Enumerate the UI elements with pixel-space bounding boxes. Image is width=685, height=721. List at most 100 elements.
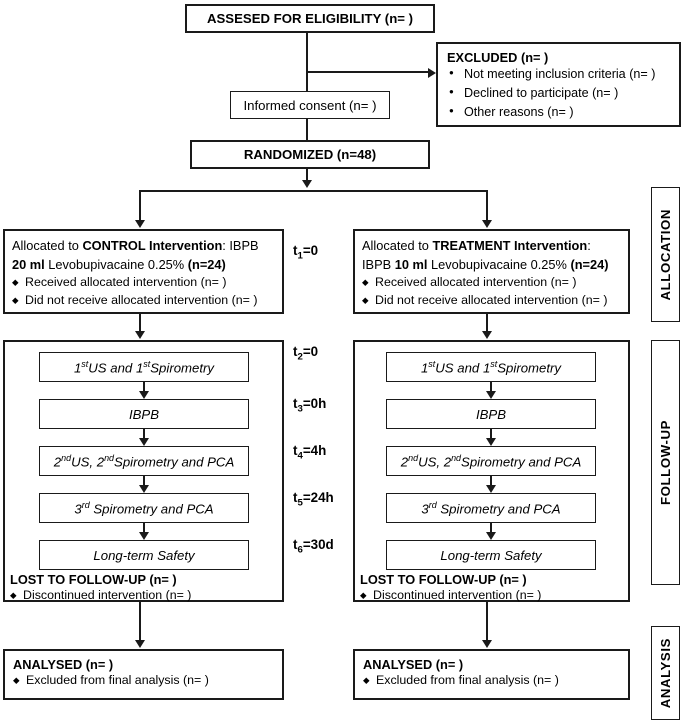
randomized-label: RANDOMIZED (n=48) xyxy=(243,147,377,162)
followup-control-step-4: 3rd Spirometry and PCA xyxy=(39,493,249,523)
analysed-title: ANALYSED (n= ) xyxy=(363,657,464,672)
timeline-t4-sub: 4 xyxy=(297,450,303,462)
timeline-t1-value: =0 xyxy=(302,243,319,258)
stage-label-allocation: ALLOCATION xyxy=(651,187,680,322)
arrow-control-to-followup xyxy=(135,331,145,339)
arrow-treatment-3-4 xyxy=(486,485,496,493)
allocation-control-n: (n=24) xyxy=(187,257,226,273)
list-item: Did not receive allocated intervention (… xyxy=(12,292,275,310)
timeline-label-t3: t3=0h xyxy=(293,396,326,415)
followup-treatment-step-1: 1stUS and 1stSpirometry xyxy=(386,352,596,382)
allocation-treatment-arm: TREATMENT Intervention xyxy=(432,238,588,253)
analysed-treatment-box: ANALYSED (n= ) Excluded from final analy… xyxy=(353,649,630,700)
timeline-t2-value: =0 xyxy=(302,344,319,359)
excluded-box: EXCLUDED (n= ) Not meeting inclusion cri… xyxy=(436,42,681,127)
followup-treatment-step-3: 2ndUS, 2ndSpirometry and PCA xyxy=(386,446,596,476)
connector-treatment-4-5 xyxy=(490,523,492,535)
arrow-treatment-to-followup xyxy=(482,331,492,339)
connector-control-to-followup xyxy=(139,314,141,334)
connector-treatment-2-3 xyxy=(490,429,492,441)
step-label: 2ndUS, 2ndSpirometry and PCA xyxy=(53,452,235,470)
list-item: Received allocated intervention (n= ) xyxy=(12,274,275,292)
connector-assessed-trunk xyxy=(306,33,308,91)
arrow-treatment-2-3 xyxy=(486,438,496,446)
connector-control-1-2 xyxy=(143,382,145,394)
timeline-t1-sub: 1 xyxy=(297,250,303,262)
connector-split-left xyxy=(139,190,141,222)
connector-control-3-4 xyxy=(143,476,145,488)
followup-control-step-3: 2ndUS, 2ndSpirometry and PCA xyxy=(39,446,249,476)
arrow-treatment-to-analysis xyxy=(482,640,492,648)
step-label: 2ndUS, 2ndSpirometry and PCA xyxy=(400,452,582,470)
connector-control-to-analysis xyxy=(139,602,141,643)
lost-followup-list: Discontinued intervention (n= ) xyxy=(360,587,630,605)
lost-followup-treatment: LOST TO FOLLOW-UP (n= ) Discontinued int… xyxy=(360,572,630,605)
list-item: Declined to participate (n= ) xyxy=(447,84,670,103)
assessed-for-eligibility-box: ASSESED FOR ELIGIBILITY (n= ) xyxy=(185,4,435,33)
timeline-t6-value: =30d xyxy=(302,537,334,552)
list-item: Discontinued intervention (n= ) xyxy=(360,587,630,605)
analysed-list: Excluded from final analysis (n= ) xyxy=(363,672,620,690)
lost-followup-list: Discontinued intervention (n= ) xyxy=(10,587,280,605)
connector-treatment-to-analysis xyxy=(486,602,488,643)
allocation-treatment-line2: IBPB 10 ml Levobupivacaine 0.25% (n=24) xyxy=(362,255,621,274)
stage-label-followup: FOLLOW-UP xyxy=(651,340,680,585)
followup-treatment-step-4: 3rd Spirometry and PCA xyxy=(386,493,596,523)
arrow-randomized-stem xyxy=(302,180,312,188)
lost-followup-control: LOST TO FOLLOW-UP (n= ) Discontinued int… xyxy=(10,572,280,605)
connector-split-right xyxy=(486,190,488,222)
step-label: 3rd Spirometry and PCA xyxy=(74,499,214,517)
arrow-control-to-analysis xyxy=(135,640,145,648)
timeline-t5-value: =24h xyxy=(302,490,334,505)
timeline-t4-base: t xyxy=(293,443,298,458)
timeline-t3-base: t xyxy=(293,396,298,411)
informed-consent-box: Informed consent (n= ) xyxy=(230,91,390,119)
timeline-label-t2: t2=0 xyxy=(293,344,318,363)
list-item: Did not receive allocated intervention (… xyxy=(362,292,621,310)
allocation-treatment-box: Allocated to TREATMENT Intervention: IBP… xyxy=(353,229,630,314)
arrow-split-left xyxy=(135,220,145,228)
randomized-box: RANDOMIZED (n=48) xyxy=(190,140,430,169)
allocation-control-line1-pre: Allocated to xyxy=(12,238,83,253)
arrow-control-4-5 xyxy=(139,532,149,540)
timeline-label-t4: t4=4h xyxy=(293,443,326,462)
arrow-control-1-2 xyxy=(139,391,149,399)
allocation-treatment-line1: Allocated to TREATMENT Intervention: xyxy=(362,236,621,255)
allocation-treatment-list: Received allocated intervention (n= ) Di… xyxy=(362,274,621,310)
followup-treatment-step-2: IBPB xyxy=(386,399,596,429)
step-label: Long-term Safety xyxy=(440,547,542,563)
followup-treatment-step-5: Long-term Safety xyxy=(386,540,596,570)
timeline-t6-base: t xyxy=(293,537,298,552)
allocation-treatment-n: (n=24) xyxy=(570,257,609,273)
step-label: 1stUS and 1stSpirometry xyxy=(73,358,215,376)
lost-followup-title: LOST TO FOLLOW-UP (n= ) xyxy=(10,572,177,587)
connector-treatment-3-4 xyxy=(490,476,492,488)
timeline-t5-base: t xyxy=(293,490,298,505)
excluded-list: Not meeting inclusion criteria (n= ) Dec… xyxy=(447,65,670,122)
step-label: Long-term Safety xyxy=(93,547,195,563)
allocation-control-line2: 20 ml Levobupivacaine 0.25% (n=24) xyxy=(12,255,275,274)
arrow-control-3-4 xyxy=(139,485,149,493)
analysed-title: ANALYSED (n= ) xyxy=(13,657,114,672)
arrow-control-2-3 xyxy=(139,438,149,446)
list-item: Excluded from final analysis (n= ) xyxy=(363,672,620,690)
allocation-treatment-line1-post: : xyxy=(587,238,591,253)
informed-consent-label: Informed consent (n= ) xyxy=(243,97,377,113)
allocation-control-list: Received allocated intervention (n= ) Di… xyxy=(12,274,275,310)
allocation-treatment-dose: 10 ml xyxy=(394,257,428,273)
allocation-control-dose: 20 ml xyxy=(12,257,45,273)
timeline-t6-sub: 6 xyxy=(297,544,303,556)
timeline-t2-base: t xyxy=(293,344,298,359)
timeline-label-t1: t1=0 xyxy=(293,243,318,262)
allocation-control-line1-post: : IBPB xyxy=(222,238,259,253)
followup-control-step-2: IBPB xyxy=(39,399,249,429)
connector-split-bar xyxy=(139,190,488,192)
excluded-title: EXCLUDED (n= ) xyxy=(447,50,549,65)
timeline-t2-sub: 2 xyxy=(297,351,303,363)
step-label: IBPB xyxy=(475,406,507,422)
list-item: Not meeting inclusion criteria (n= ) xyxy=(447,65,670,84)
arrow-treatment-1-2 xyxy=(486,391,496,399)
stage-followup-text: FOLLOW-UP xyxy=(658,420,673,505)
analysed-list: Excluded from final analysis (n= ) xyxy=(13,672,274,690)
analysed-control-box: ANALYSED (n= ) Excluded from final analy… xyxy=(3,649,284,700)
